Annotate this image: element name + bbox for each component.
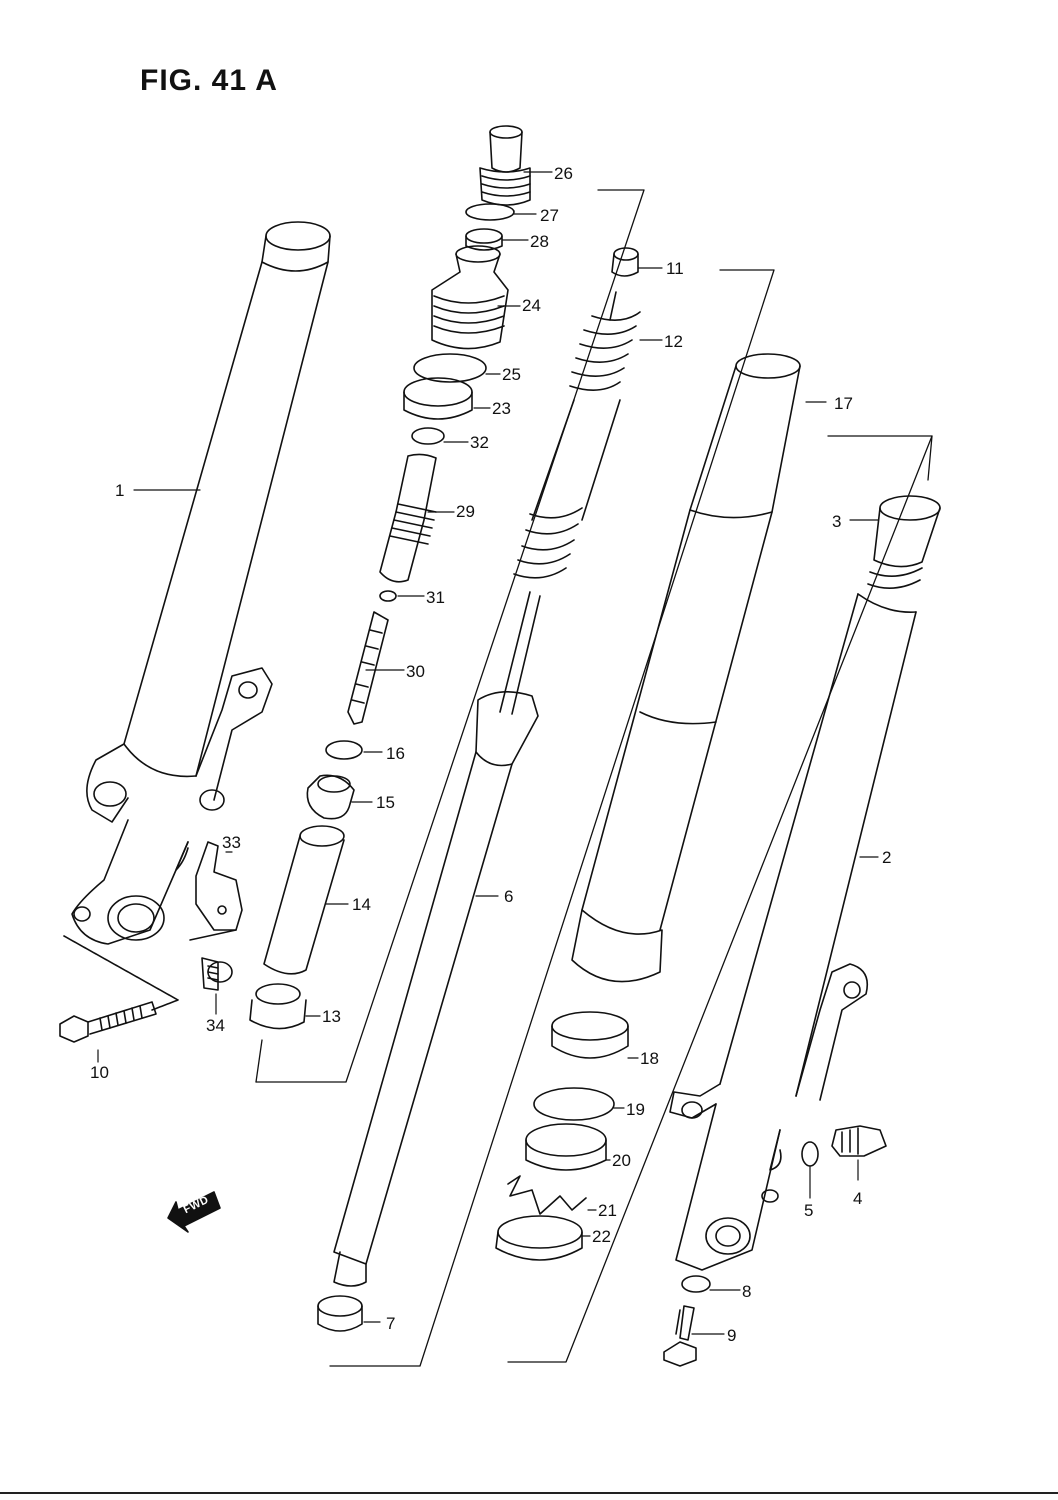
part-14-spacer-tube bbox=[263, 825, 345, 975]
part-2-outer-tube-right bbox=[669, 593, 917, 1271]
callout-7: 7 bbox=[386, 1314, 396, 1333]
part-10-bolt bbox=[59, 1001, 157, 1043]
kit-frame-3 bbox=[507, 435, 933, 1363]
part-31-small-ring bbox=[379, 590, 397, 602]
part-1-outer-tube-left bbox=[123, 221, 331, 778]
callout-20: 20 bbox=[612, 1151, 631, 1170]
part-18-slide-bushing bbox=[551, 1011, 629, 1059]
part-7-bushing bbox=[317, 1295, 363, 1332]
callout-13: 13 bbox=[322, 1007, 341, 1026]
part-16-washer bbox=[325, 740, 363, 760]
kit-frame-2 bbox=[329, 269, 775, 1367]
part-27-o-ring bbox=[465, 203, 515, 221]
callout-33: 33 bbox=[222, 833, 241, 852]
part-21-stopper-ring bbox=[507, 1175, 587, 1215]
callout-26: 26 bbox=[554, 164, 573, 183]
fwd-arrow-icon bbox=[167, 1191, 221, 1233]
callout-31: 31 bbox=[426, 588, 445, 607]
part-11-spacer-top bbox=[611, 247, 639, 277]
callout-12: 12 bbox=[664, 332, 683, 351]
callout-17: 17 bbox=[834, 394, 853, 413]
callout-15: 15 bbox=[376, 793, 395, 812]
callout-19: 19 bbox=[626, 1100, 645, 1119]
part-26-cap-bolt bbox=[479, 125, 531, 206]
part-32-circlip bbox=[411, 427, 445, 445]
part-22-dust-seal bbox=[495, 1215, 583, 1261]
callout-1: 1 bbox=[115, 481, 125, 500]
callout-3: 3 bbox=[832, 512, 842, 531]
callout-11: 11 bbox=[666, 259, 684, 278]
part-9-drain-bolt bbox=[663, 1305, 697, 1367]
callout-23: 23 bbox=[492, 399, 511, 418]
callout-16: 16 bbox=[386, 744, 405, 763]
part-3-dust-cover bbox=[867, 495, 941, 589]
callout-34: 34 bbox=[206, 1016, 225, 1035]
callout-25: 25 bbox=[502, 365, 521, 384]
part-5-washer bbox=[801, 1141, 819, 1167]
bottom-border bbox=[0, 1492, 1058, 1494]
part-1-lower-leg-left bbox=[71, 667, 273, 945]
figure-title: FIG. 41 A bbox=[140, 64, 278, 97]
callout-29: 29 bbox=[456, 502, 475, 521]
part-17-inner-tube bbox=[571, 353, 801, 983]
callout-8: 8 bbox=[742, 1282, 752, 1301]
callout-18: 18 bbox=[640, 1049, 659, 1068]
callout-5: 5 bbox=[804, 1201, 814, 1220]
callout-10: 10 bbox=[90, 1063, 109, 1082]
callout-32: 32 bbox=[470, 433, 489, 452]
callout-6: 6 bbox=[504, 887, 514, 906]
callout-2: 2 bbox=[882, 848, 892, 867]
kit-frame-1 bbox=[255, 189, 645, 1083]
part-6-inner-rod bbox=[333, 591, 541, 1287]
part-4-air-valve bbox=[831, 1125, 887, 1157]
part-25-ring bbox=[413, 353, 487, 383]
callout-24: 24 bbox=[522, 296, 541, 315]
part-13-seat bbox=[249, 983, 307, 1030]
part-23-washer bbox=[403, 377, 473, 420]
part-29-rod-top bbox=[379, 453, 437, 583]
part-20-oil-seal bbox=[525, 1123, 607, 1171]
callout-21: 21 bbox=[598, 1201, 617, 1220]
callout-30: 30 bbox=[406, 662, 425, 681]
callout-22: 22 bbox=[592, 1227, 611, 1246]
callout-27: 27 bbox=[540, 206, 559, 225]
callout-4: 4 bbox=[853, 1189, 863, 1208]
part-30-adjuster-rod bbox=[347, 611, 389, 725]
callout-28: 28 bbox=[530, 232, 549, 251]
part-24-cap-body bbox=[431, 245, 509, 350]
part-15-bushing bbox=[306, 774, 355, 820]
leader-lines bbox=[97, 171, 879, 1335]
callout-9: 9 bbox=[727, 1326, 737, 1345]
part-12-rebound-spring bbox=[513, 291, 641, 579]
part-34-small-bolt bbox=[201, 957, 233, 991]
part-33-bracket bbox=[189, 841, 243, 941]
part-28-collar bbox=[465, 228, 503, 251]
callout-14: 14 bbox=[352, 895, 371, 914]
part-19-washer bbox=[533, 1087, 615, 1121]
part-8-washer bbox=[681, 1275, 711, 1293]
